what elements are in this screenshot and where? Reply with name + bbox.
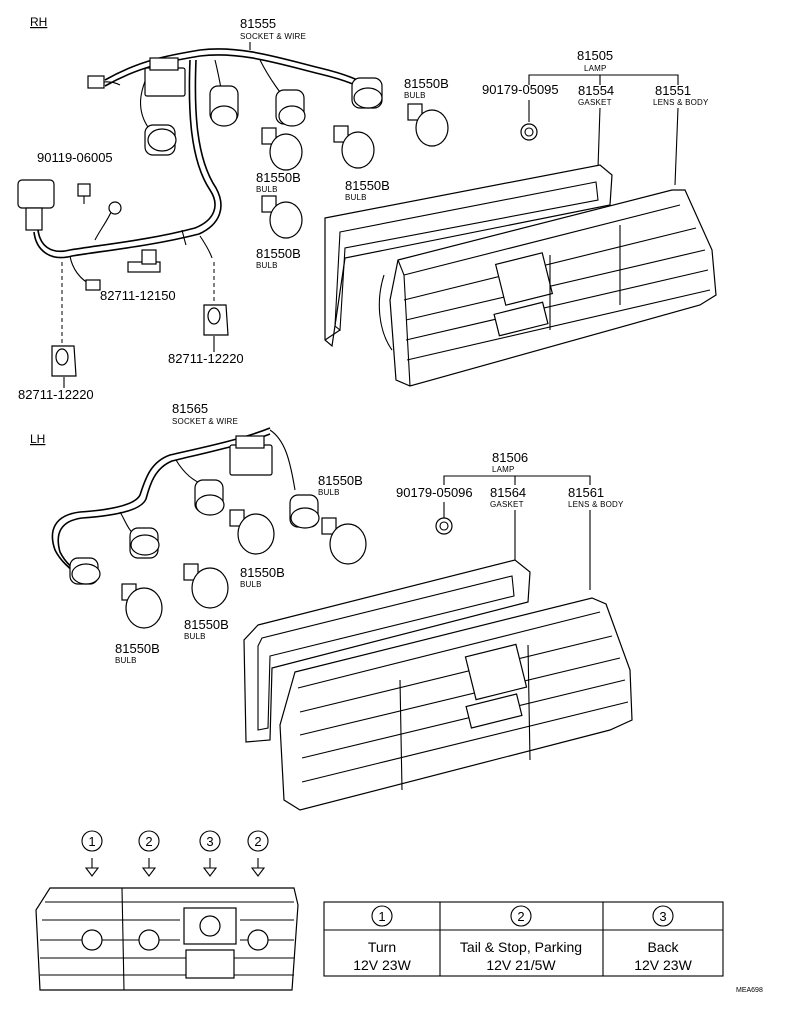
lh-section-label: LH (30, 432, 45, 446)
marker-2b: 2 (254, 834, 261, 849)
lh-screw (435, 517, 453, 535)
rh-lens-body-part-number: 81551 (655, 83, 691, 98)
rh-lens-body-desc: LENS & BODY (653, 98, 709, 107)
lh-socket-wire-harness (51, 427, 320, 585)
lh-bulb-3 (183, 563, 229, 609)
rh-clamp-a-part-number: 82711-12150 (100, 288, 176, 303)
rh-bolt-part-number: 90119-06005 (37, 150, 113, 165)
rh-bulb-3-desc: BULB (345, 193, 367, 202)
legend-col-2-name: Tail & Stop, Parking (460, 939, 582, 955)
rh-clamp-b (203, 304, 229, 336)
legend-col-1-number: 1 (378, 909, 385, 924)
rh-bulb-4-part-number: 81550B (256, 246, 301, 261)
rh-gasket-desc: GASKET (578, 98, 612, 107)
rh-bolt (77, 183, 91, 204)
lh-bulb-2-part-number: 81550B (240, 565, 285, 580)
rh-section-label: RH (30, 15, 47, 29)
rh-gasket-part-number: 81554 (578, 83, 614, 98)
legend-col-1-name: Turn (368, 939, 396, 955)
lh-screw-part-number: 90179-05096 (396, 485, 473, 500)
lh-lens-body-part-number: 81561 (568, 485, 604, 500)
position-markers: 1 2 3 2 (81, 830, 269, 877)
lh-gasket (243, 559, 531, 743)
rh-screw (520, 123, 538, 141)
legend-col-2-number: 2 (517, 909, 524, 924)
rh-socket-wire-part-number: 81555 (240, 16, 276, 31)
lh-socket-wire-part-number: 81565 (172, 401, 208, 416)
rh-bulb-3-part-number: 81550B (345, 178, 390, 193)
lh-gasket-desc: GASKET (490, 500, 524, 509)
lh-bulb-4-desc: BULB (115, 656, 137, 665)
rh-bulb-3 (333, 125, 375, 169)
rh-bulb-2-desc: BULB (256, 185, 278, 194)
lh-lens-body-desc: LENS & BODY (568, 500, 624, 509)
rh-bulb-4 (261, 195, 303, 239)
lh-lamp-desc: LAMP (492, 465, 515, 474)
lh-socket-wire-desc: SOCKET & WIRE (172, 417, 238, 426)
rh-bulb-1-part-number: 81550B (404, 76, 449, 91)
legend-col-2-spec: 12V 21/5W (486, 957, 556, 973)
legend-col-1-spec: 12V 23W (353, 957, 411, 973)
rh-socket-wire-harness (17, 48, 383, 291)
diagram-code: MEA698 (736, 987, 763, 994)
lamp-front-view (35, 887, 299, 991)
rh-clamp-b-part-number: 82711-12220 (168, 351, 244, 366)
rh-lamp-part-number: 81505 (577, 48, 613, 63)
marker-1: 1 (88, 834, 95, 849)
lh-gasket-part-number: 81564 (490, 485, 526, 500)
lh-bulb-4-part-number: 81550B (115, 641, 160, 656)
rh-bulb-1-desc: BULB (404, 91, 426, 100)
marker-3: 3 (206, 834, 213, 849)
lh-bulb-4 (121, 583, 163, 629)
rh-lens-body (378, 189, 717, 387)
rh-bulb-4-desc: BULB (256, 261, 278, 270)
lh-bulb-2-desc: BULB (240, 580, 262, 589)
lh-bulb-1-part-number: 81550B (318, 473, 363, 488)
rh-socket-wire-desc: SOCKET & WIRE (240, 32, 306, 41)
lh-bulb-2 (229, 509, 275, 555)
rh-bulb-1 (407, 103, 449, 147)
lh-bulb-3-part-number: 81550B (184, 617, 229, 632)
rh-lamp-desc: LAMP (584, 64, 607, 73)
rh-gasket (324, 164, 613, 348)
bulb-legend-table: 1 Turn 12V 23W 2 Tail & Stop, Parking 12… (323, 901, 724, 977)
rh-bulb-2-part-number: 81550B (256, 170, 301, 185)
legend-col-3-spec: 12V 23W (634, 957, 692, 973)
rh-clamp-a (127, 249, 161, 273)
lh-bulb-1-desc: BULB (318, 488, 340, 497)
legend-col-3-number: 3 (659, 909, 666, 924)
rh-screw-part-number: 90179-05095 (482, 82, 559, 97)
legend-col-3-name: Back (647, 939, 679, 955)
marker-2a: 2 (145, 834, 152, 849)
lh-bulb-1 (321, 517, 367, 565)
lh-lamp-part-number: 81506 (492, 450, 528, 465)
lh-lens-body (279, 597, 633, 811)
rh-bulb-2 (261, 127, 303, 171)
rh-clamp-c (51, 345, 77, 377)
rh-clamp-c-part-number: 82711-12220 (18, 387, 94, 402)
lh-bulb-3-desc: BULB (184, 632, 206, 641)
